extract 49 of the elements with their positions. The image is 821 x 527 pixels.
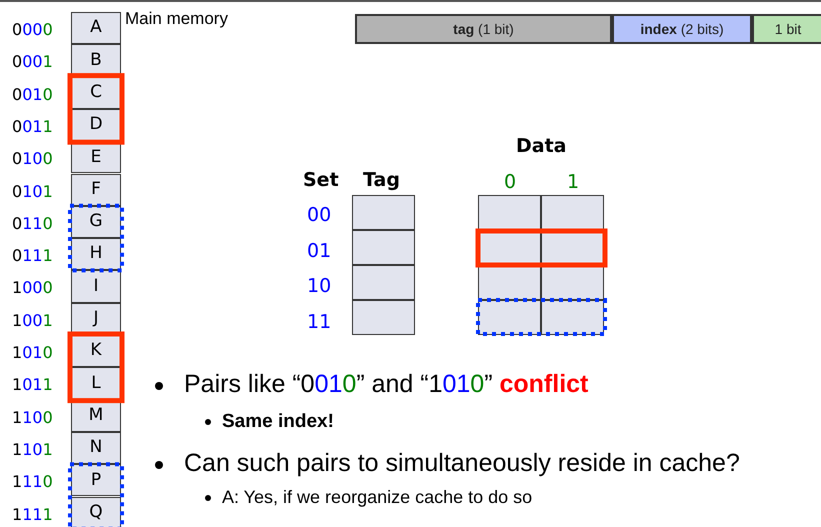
address-label: 0001 — [12, 51, 53, 74]
column-header: Data — [516, 134, 566, 159]
column-header: Tag — [363, 168, 400, 193]
bullet-text: Pairs like “0010” and “1010” conflict — [184, 369, 588, 400]
address-field: tag (1 bit) — [355, 14, 612, 44]
address-label: 0000 — [12, 19, 53, 41]
address-field: index (2 bits) — [612, 14, 752, 44]
address-label: 1010 — [12, 342, 53, 364]
bullet-text: Same index! — [222, 410, 334, 434]
set-index: 10 — [307, 274, 332, 299]
memory-cell: P — [71, 464, 121, 496]
bullet-text: A: Yes, if we reorganize cache to do so — [222, 486, 532, 509]
cache-cell — [541, 195, 604, 230]
cache-cell — [478, 300, 541, 335]
cache-cell — [478, 195, 541, 230]
column-index: 1 — [567, 170, 580, 195]
address-field: 1 bit — [752, 14, 821, 44]
memory-cell: F — [71, 174, 121, 206]
cache-cell — [352, 195, 415, 230]
address-label: 1011 — [12, 374, 53, 396]
address-label: 1000 — [12, 277, 53, 300]
address-label: 0100 — [12, 148, 53, 170]
address-label: 0101 — [12, 180, 53, 202]
set-index: 11 — [307, 310, 332, 334]
memory-cell: A — [71, 12, 121, 44]
memory-cell: H — [71, 238, 121, 270]
address-label: 0110 — [12, 212, 53, 235]
set-index: 00 — [307, 203, 332, 228]
address-label: 1100 — [12, 406, 53, 429]
set-index: 01 — [307, 238, 332, 264]
address-label: 0111 — [12, 245, 53, 268]
address-label: 1001 — [12, 310, 53, 332]
memory-cell: G — [71, 206, 121, 238]
memory-cell: I — [71, 270, 121, 303]
memory-cell: Q — [71, 496, 121, 527]
address-label: 1111 — [12, 504, 53, 526]
memory-cell: N — [71, 432, 121, 464]
bullet-text: Can such pairs to simultaneously reside in cache? — [184, 448, 740, 479]
address-label: 0010 — [12, 84, 53, 106]
cache-cell — [541, 300, 604, 335]
address-label: 1101 — [12, 438, 53, 461]
cache-cell — [352, 230, 415, 265]
cache-cell — [352, 265, 415, 300]
column-header: Set — [303, 168, 339, 193]
address-label: 0011 — [12, 116, 53, 138]
column-index: 0 — [504, 170, 516, 195]
address-label: 1110 — [12, 471, 53, 494]
memory-title: Main memory — [125, 8, 228, 30]
cache-cell — [352, 300, 415, 335]
